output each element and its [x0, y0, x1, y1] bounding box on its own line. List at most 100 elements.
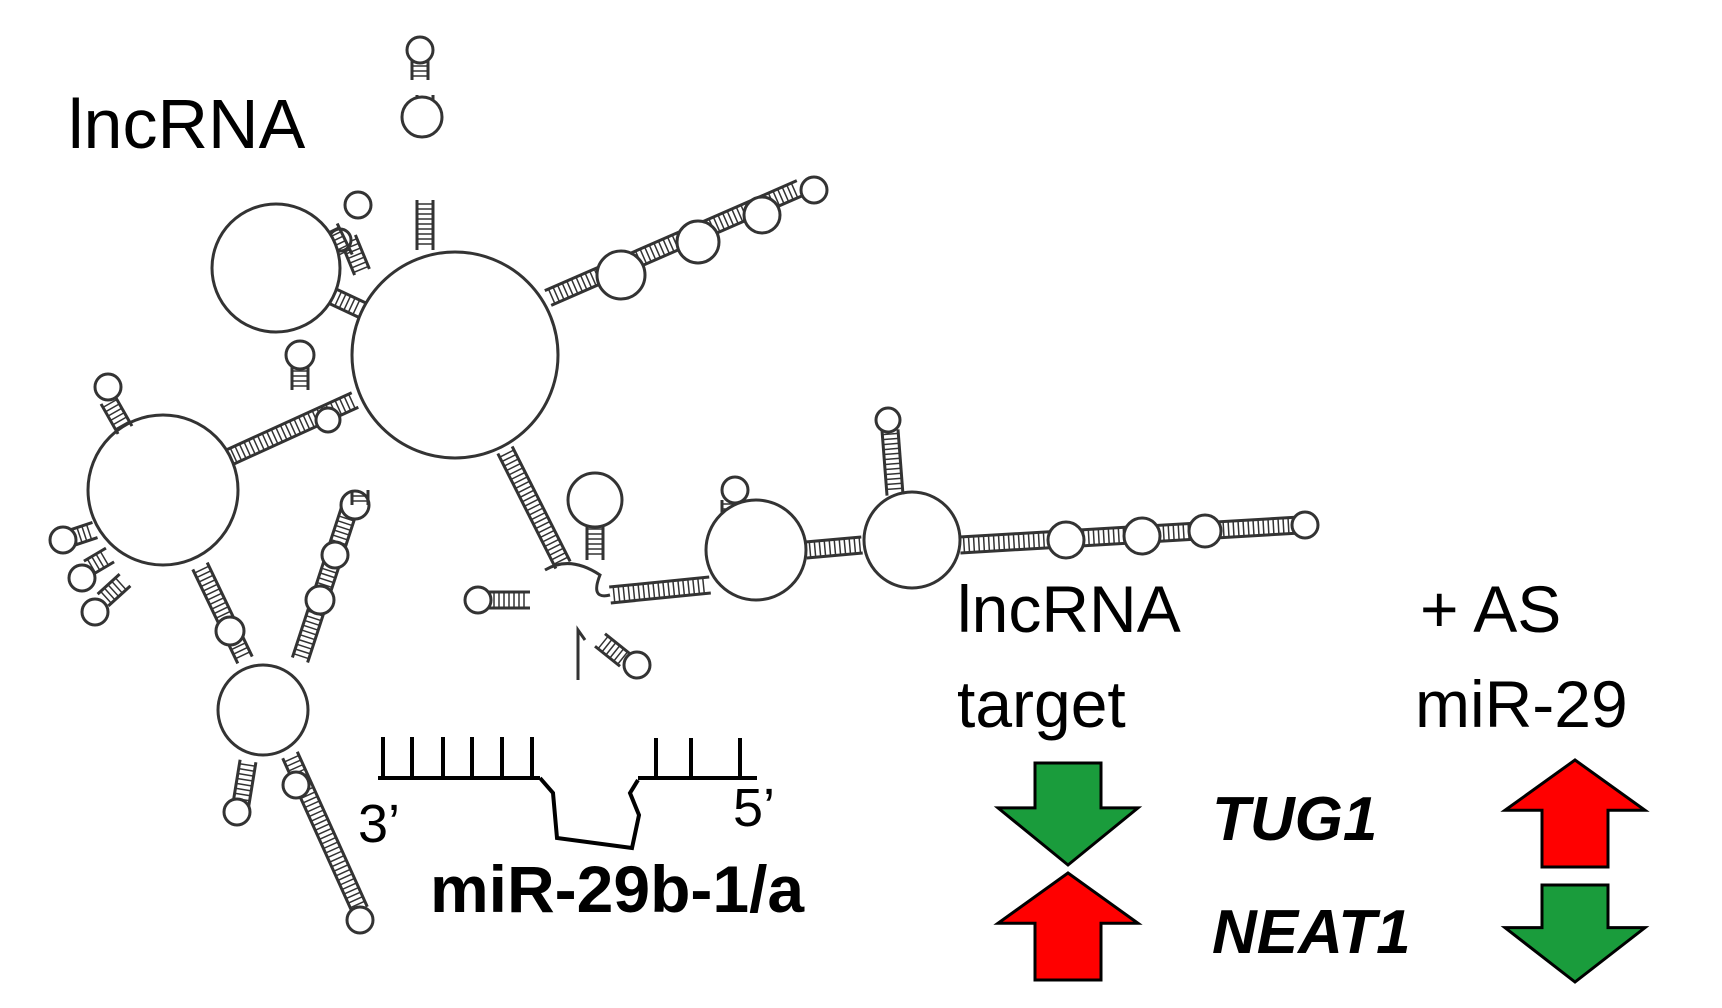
rna-loop — [463, 585, 493, 615]
red-up-arrow-icon — [1500, 758, 1650, 869]
rna-loop — [67, 563, 97, 593]
rna-loop — [222, 797, 252, 827]
rna-base-pairs — [499, 449, 569, 565]
rna-stem-strand — [295, 751, 369, 908]
column-as-line2: miR-29 — [1415, 667, 1628, 741]
rna-base-pairs — [882, 432, 903, 491]
rna-loop — [345, 905, 375, 935]
rna-stem-strand — [496, 452, 558, 570]
rna-loop — [595, 249, 647, 301]
rna-loop — [1290, 510, 1320, 540]
rna-loop — [862, 490, 962, 590]
rna-base-pairs — [597, 635, 629, 665]
rna-stem-strand — [896, 429, 905, 495]
rna-stem — [880, 429, 905, 496]
rna-base-pairs — [587, 528, 603, 555]
rna-loop — [48, 525, 78, 555]
rna-stem-strand — [335, 222, 354, 256]
rna-stem — [191, 561, 254, 665]
rna-loop — [405, 35, 435, 65]
rna-base-pairs — [100, 577, 127, 604]
rna-stem — [585, 525, 605, 560]
rna-stem-strand — [594, 645, 621, 668]
rna-stem-strand — [354, 234, 371, 270]
rna-loop — [216, 663, 310, 757]
rna-stem — [805, 535, 863, 560]
rna-loop — [720, 475, 750, 505]
rna-loop — [214, 615, 246, 647]
rna-loop — [339, 489, 371, 521]
rna-loop — [210, 202, 342, 334]
gene-label-tug1: TUG1 — [1212, 785, 1377, 854]
rna-base-pairs — [808, 537, 862, 558]
rna-loop — [281, 770, 311, 800]
rna-base-pairs — [417, 203, 433, 245]
rna-loop — [622, 650, 652, 680]
mirna-bulge — [538, 776, 642, 851]
rna-loop — [284, 339, 316, 371]
mirna-duplex — [378, 737, 757, 851]
rna-stem-strand — [609, 575, 710, 589]
rna-loop — [1187, 513, 1223, 549]
three-prime-label: 3’ — [358, 794, 400, 854]
rna-stem — [594, 632, 631, 668]
rna-loop — [799, 175, 829, 205]
rna-stem-strand — [96, 572, 121, 596]
rna-loop — [320, 540, 350, 570]
rna-loop — [314, 406, 342, 434]
rna-loop — [350, 250, 560, 460]
rna-base-pairs — [412, 65, 428, 77]
rna-stem — [96, 572, 132, 608]
rna-loop — [80, 597, 110, 627]
five-prime-label: 5’ — [733, 778, 775, 838]
rna-base-pairs — [352, 495, 368, 502]
rna-base-pairs — [612, 577, 706, 603]
lncrna-title: lncRNA — [68, 85, 306, 163]
rna-stem-strand — [205, 561, 254, 658]
rna-loop — [304, 584, 336, 616]
expression-arrows — [993, 758, 1650, 984]
rna-stem-strand — [191, 568, 240, 665]
rna-loop — [704, 498, 808, 602]
rna-strand-end — [576, 625, 587, 680]
rna-loop — [566, 471, 624, 529]
rna-base-pairs — [86, 551, 110, 574]
rna-stem — [496, 445, 572, 570]
rna-stem-strand — [73, 536, 99, 548]
rna-stem — [83, 546, 115, 577]
rna-stem-strand — [107, 584, 132, 608]
rna-loop — [1122, 516, 1162, 556]
rna-loop — [874, 406, 902, 434]
rna-loop — [93, 372, 123, 402]
rna-loop — [742, 195, 782, 235]
gene-label-neat1: NEAT1 — [1212, 898, 1411, 967]
rna-base-pairs — [293, 510, 356, 660]
rna-stem — [226, 391, 359, 466]
rna-stem-strand — [880, 430, 889, 496]
rna-stem-strand — [604, 632, 631, 655]
rna-loop — [675, 219, 721, 265]
lncrna-secondary-structure — [48, 35, 1320, 935]
rna-loop — [400, 95, 444, 139]
rna-base-pairs — [102, 398, 130, 430]
rna-loop — [1046, 520, 1086, 560]
rna-stem-strand — [332, 286, 367, 305]
rna-stem — [99, 395, 134, 435]
column-target-line1: lncRNA — [957, 572, 1181, 646]
rna-stem-strand — [325, 300, 360, 319]
rna-stem-strand — [246, 762, 258, 812]
rna-base-pairs — [194, 565, 251, 660]
rna-loop — [343, 190, 373, 220]
rna-stem-strand — [610, 591, 711, 605]
rna-stem — [415, 200, 435, 250]
rna-junction-strand — [544, 562, 611, 598]
column-as-line1: + AS — [1420, 572, 1561, 646]
green-down-arrow-icon — [1500, 883, 1650, 984]
rna-base-pairs — [292, 360, 308, 387]
mirna-name: miR-29b-1/a — [430, 852, 805, 926]
rna-stem — [350, 490, 370, 505]
rna-base-pairs — [324, 226, 351, 258]
rna-stem — [290, 504, 360, 663]
